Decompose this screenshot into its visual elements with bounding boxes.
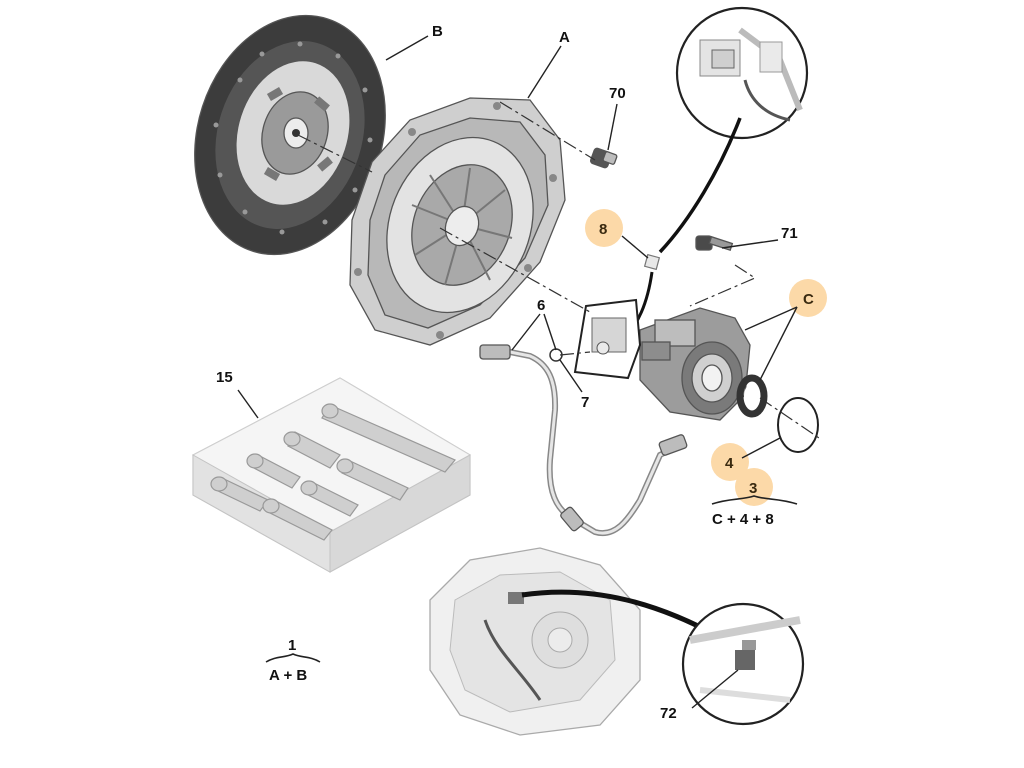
label-71: 71 xyxy=(781,225,798,242)
bolt-70 xyxy=(590,147,618,169)
label-70: 70 xyxy=(609,85,626,102)
hydraulic-pipe xyxy=(479,344,688,537)
label-6: 6 xyxy=(537,297,545,314)
callout-highlight-4 xyxy=(711,443,749,481)
gearbox-housing xyxy=(429,547,641,736)
detail-circle-sensor xyxy=(681,602,805,726)
kit3-brace xyxy=(711,495,798,505)
concentric-slave-cylinder-c xyxy=(639,307,751,421)
label-15: 15 xyxy=(216,369,233,386)
bolt-71 xyxy=(695,235,734,252)
callout-highlight-3 xyxy=(735,468,773,506)
callout-highlight-c xyxy=(789,279,827,317)
label-8: 8 xyxy=(599,221,607,238)
kit1-brace xyxy=(265,653,321,663)
label-7: 7 xyxy=(581,394,589,411)
label-72: 72 xyxy=(660,705,677,722)
leader-lines xyxy=(237,35,798,709)
callout-highlight-8 xyxy=(585,209,623,247)
seal-ring xyxy=(736,374,768,418)
label-4: 4 xyxy=(725,455,734,472)
label-b: B xyxy=(432,23,443,40)
pressure-plate-a xyxy=(349,97,566,346)
detail-circle-connector xyxy=(675,6,809,140)
label-1: 1 xyxy=(288,637,296,654)
pin-kit-box-15 xyxy=(191,377,472,573)
clip-8 xyxy=(643,253,661,271)
label-c: C xyxy=(803,291,814,308)
clutch-disc-b xyxy=(194,14,386,256)
o-ring-4 xyxy=(777,397,819,453)
kit1-formula: A + B xyxy=(269,667,307,684)
kit3-formula: C + 4 + 8 xyxy=(712,511,774,528)
connector-bracket xyxy=(573,298,642,380)
label-3: 3 xyxy=(749,480,757,497)
label-a: A xyxy=(559,29,570,46)
